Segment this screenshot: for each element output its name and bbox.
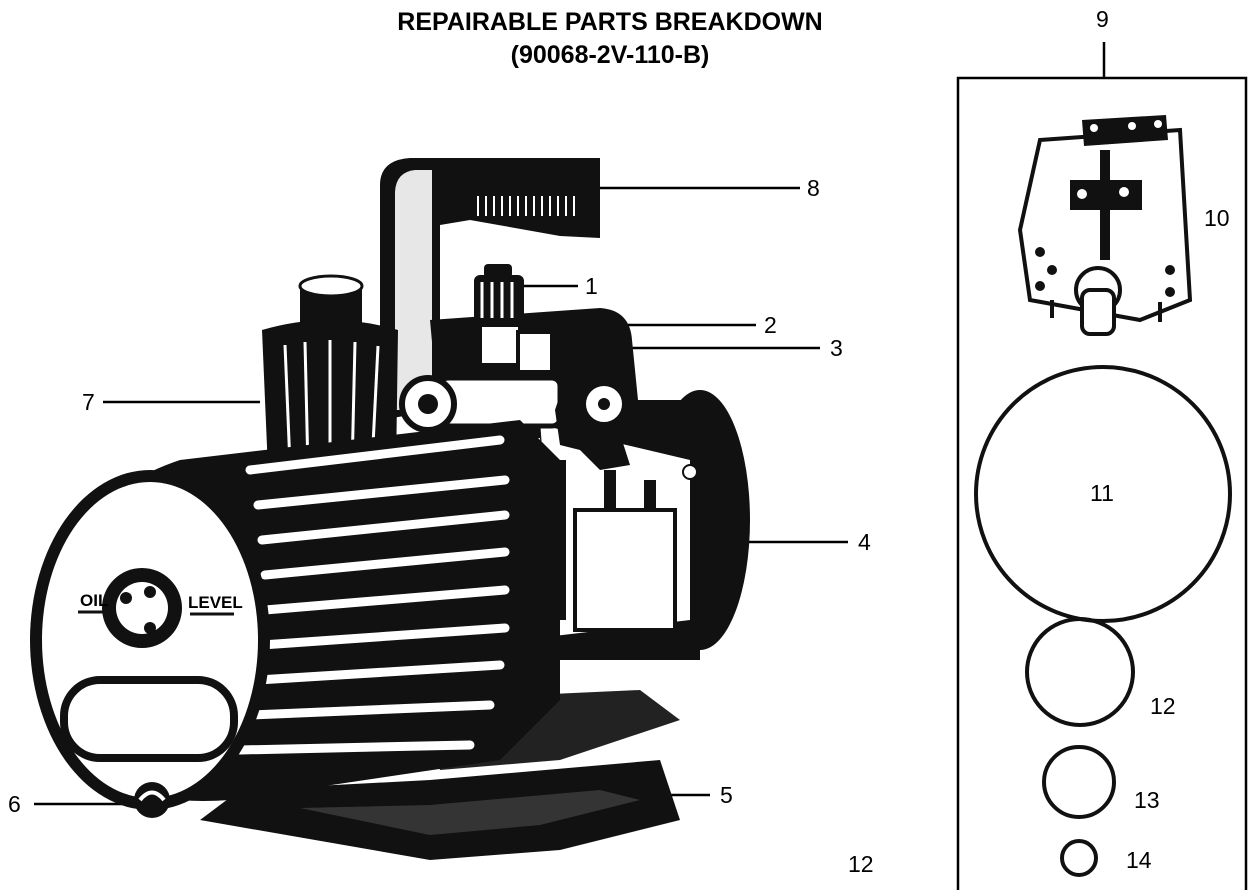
valve-cap	[474, 264, 524, 367]
isolation-valve	[399, 330, 636, 470]
large-o-ring	[974, 365, 1232, 623]
callout-14: 14	[1126, 847, 1152, 873]
callout-8: 8	[807, 175, 820, 201]
page-title: REPAIRABLE PARTS BREAKDOWN (90068-2V-110…	[300, 6, 920, 72]
level-text: LEVEL	[188, 593, 243, 612]
title-line-2: (90068-2V-110-B)	[510, 41, 710, 69]
title-line-1: REPAIRABLE PARTS BREAKDOWN	[397, 8, 823, 36]
callout-3: 3	[830, 335, 843, 361]
callout-10: 10	[1204, 205, 1230, 231]
callout-2: 2	[764, 312, 777, 338]
callout-7: 7	[82, 389, 95, 415]
end-cap: OIL LEVEL	[30, 470, 270, 810]
callout-1: 1	[585, 273, 598, 299]
tiny-o-ring	[1060, 839, 1098, 877]
medium-o-ring	[1025, 617, 1135, 727]
end-cap-window	[60, 676, 238, 762]
callout-6: 6	[8, 791, 21, 817]
pump-cartridge	[1017, 115, 1193, 336]
callout-9: 9	[1096, 6, 1109, 32]
callout-12: 12	[1150, 693, 1176, 719]
drain-plug	[134, 782, 170, 818]
callout-5: 5	[720, 782, 733, 808]
callout-13: 13	[1134, 787, 1160, 813]
oil-text: OIL	[80, 591, 108, 610]
small-o-ring	[1042, 745, 1116, 819]
kit-box	[956, 76, 1248, 890]
page-number: 12	[848, 851, 874, 877]
callout-11: 11	[1090, 480, 1114, 506]
callout-4: 4	[858, 529, 871, 555]
